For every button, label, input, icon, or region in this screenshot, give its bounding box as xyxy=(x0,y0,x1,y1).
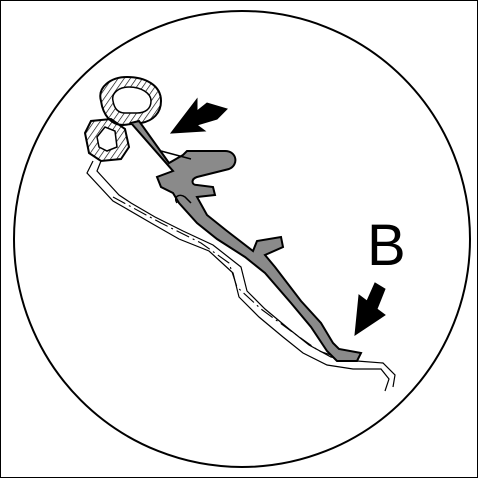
upper-arrow-icon xyxy=(169,97,228,134)
center-line xyxy=(112,196,350,362)
bulb-seal xyxy=(99,75,163,127)
body-panel-outline xyxy=(86,160,396,392)
retainer-clip xyxy=(83,117,131,163)
callout-letter-b: B xyxy=(367,213,406,278)
seal-strip-profile xyxy=(129,119,363,362)
lower-arrow-icon xyxy=(354,282,386,337)
